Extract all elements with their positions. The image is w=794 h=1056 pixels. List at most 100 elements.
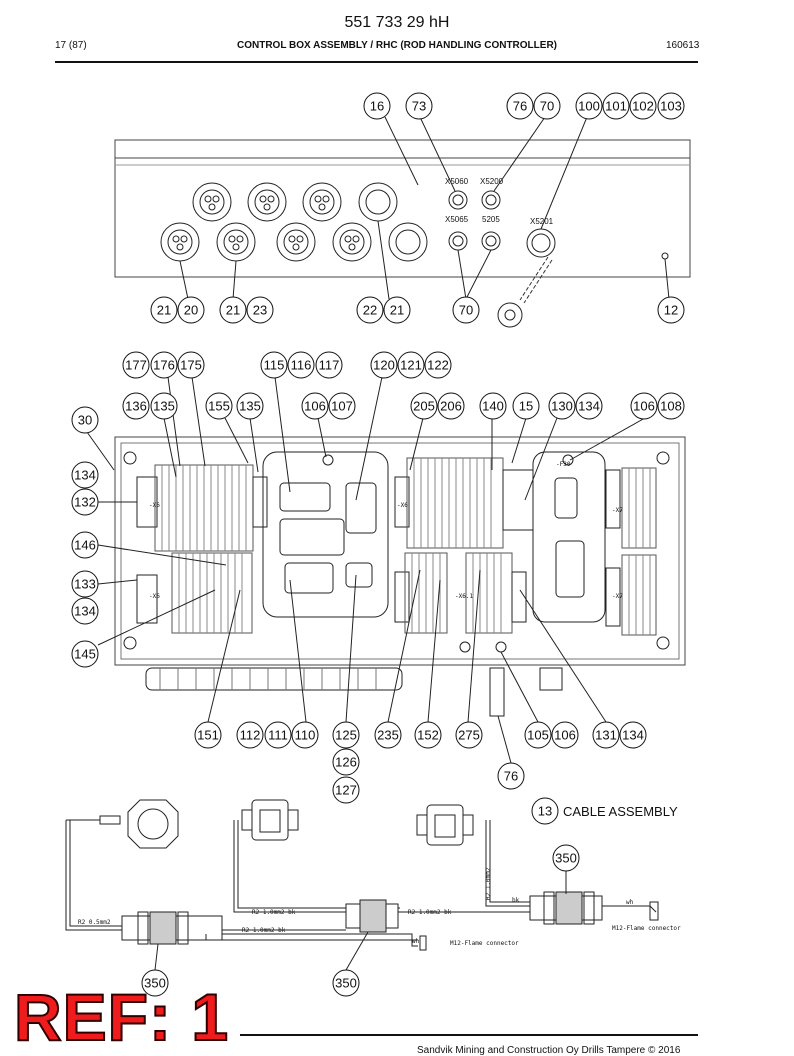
callout-circle (332, 969, 360, 997)
callout-bubble: 350 (141, 969, 169, 997)
callout-circle (71, 570, 99, 598)
callout-bubble: 127 (332, 776, 360, 804)
callout-circle (452, 296, 480, 324)
callout-number: 146 (74, 538, 96, 553)
callout-bubble: 111 (264, 721, 292, 749)
callout-bubble: 107 (328, 392, 356, 420)
terminal-block-x6-lower-middle (394, 552, 527, 634)
callout-number: 13 (538, 804, 552, 819)
callout-circle (455, 721, 483, 749)
callout-number: 110 (295, 728, 316, 743)
callout-bubble: 350 (552, 844, 580, 872)
callout-bubble: 23 (246, 296, 274, 324)
callout-number: 15 (519, 399, 533, 414)
wire-label: bk (512, 897, 520, 904)
callout-circle (332, 776, 360, 804)
callout-number: 235 (377, 728, 399, 743)
cable-gland-row-1 (192, 182, 398, 222)
callout-bubble: 121 (397, 351, 425, 379)
callout-number: 21 (390, 303, 404, 318)
callout-circle (414, 721, 442, 749)
callout-number: 16 (370, 99, 384, 114)
top-leader-lines (179, 116, 670, 300)
callout-number: 176 (153, 358, 175, 373)
callout-circle (291, 721, 319, 749)
callout-circle (531, 797, 559, 825)
callout-circle (552, 844, 580, 872)
callout-circle (71, 597, 99, 625)
copyright-text: Sandvik Mining and Construction Oy Drill… (417, 1045, 681, 1056)
wire-label: R2 1.0mm2 bk (252, 909, 296, 916)
connector-label: X5065 (445, 215, 469, 224)
callout-number: 145 (74, 647, 96, 662)
callout-circle (150, 392, 178, 420)
callout-number: 120 (373, 358, 395, 373)
page-title: CONTROL BOX ASSEMBLY / RHC (ROD HANDLING… (236, 40, 557, 51)
callout-bubble: 134 (71, 461, 99, 489)
callout-number: 134 (74, 604, 96, 619)
callout-number: 275 (458, 728, 480, 743)
callout-circle (236, 392, 264, 420)
callout-bubble: 100 (575, 92, 603, 120)
callout-circle (150, 296, 178, 324)
module-label: -X7 (612, 507, 623, 514)
callout-number: 108 (660, 399, 682, 414)
callout-circle (122, 351, 150, 379)
callout-number: 125 (335, 728, 357, 743)
callout-number: 121 (400, 358, 422, 373)
callout-bubble: 134 (619, 721, 647, 749)
callout-bubble: 102 (629, 92, 657, 120)
callout-bubble: 205 (410, 392, 438, 420)
callout-bubble: 112 (236, 721, 264, 749)
callout-bubble: 105 (524, 721, 552, 749)
header-divider (55, 61, 698, 63)
callout-circle (657, 392, 685, 420)
callout-circle (497, 762, 525, 790)
rhc-controller-module (262, 451, 389, 618)
callout-number: 76 (513, 99, 527, 114)
callout-bubble: 145 (71, 640, 99, 668)
callout-circle (512, 392, 540, 420)
connector-label: X5201 (530, 217, 554, 226)
callout-number: 107 (331, 399, 353, 414)
document-date: 160613 (666, 40, 700, 51)
callout-bubble: 21 (219, 296, 247, 324)
callout-circle (506, 92, 534, 120)
callout-number: 106 (554, 728, 576, 743)
callout-circle (619, 721, 647, 749)
callout-number: 350 (555, 851, 577, 866)
bottom-gland-row (145, 641, 563, 717)
callout-bubble: 134 (575, 392, 603, 420)
callout-circle (551, 721, 579, 749)
callout-bubble: 155 (205, 392, 233, 420)
callout-bubble: 70 (452, 296, 480, 324)
page-number: 17 (87) (55, 40, 87, 51)
wire-label: wh (412, 938, 420, 945)
callout-number: 115 (264, 358, 285, 373)
callout-number: 76 (504, 769, 518, 784)
callout-bubble: 122 (424, 351, 452, 379)
callout-number: 21 (226, 303, 240, 318)
callout-bubble: 116 (287, 351, 315, 379)
callout-bubble: 275 (455, 721, 483, 749)
terminal-block-x6-lower-left (136, 552, 253, 634)
callout-circle (328, 392, 356, 420)
callout-circle (370, 351, 398, 379)
cable-assembly-drawing: R2 0.5mm2 R2 1.0mm2 bk R2 1.0mm2 bk R2 1… (65, 799, 681, 971)
connector-label: X5060 (445, 177, 469, 186)
m12-connectors (448, 190, 669, 328)
callout-bubble: 117 (315, 351, 343, 379)
crimp-joint (121, 911, 223, 945)
connector-label: 5205 (482, 215, 500, 224)
terminal-block-x6-upper-left (136, 464, 268, 552)
ref-stamp: REF: 1 (13, 980, 230, 1054)
callout-circle (287, 351, 315, 379)
wire-label: R2 1.0mm2 bk (242, 927, 286, 934)
control-box-interior-view: -X6 -X6 -X6 -X6.1 -X7 -X7 -F30 (86, 376, 686, 764)
callout-number: 131 (595, 728, 617, 743)
callout-number: 106 (304, 399, 326, 414)
callout-number: 135 (153, 399, 175, 414)
callout-bubble: 101 (602, 92, 630, 120)
callout-number: 112 (240, 728, 261, 743)
